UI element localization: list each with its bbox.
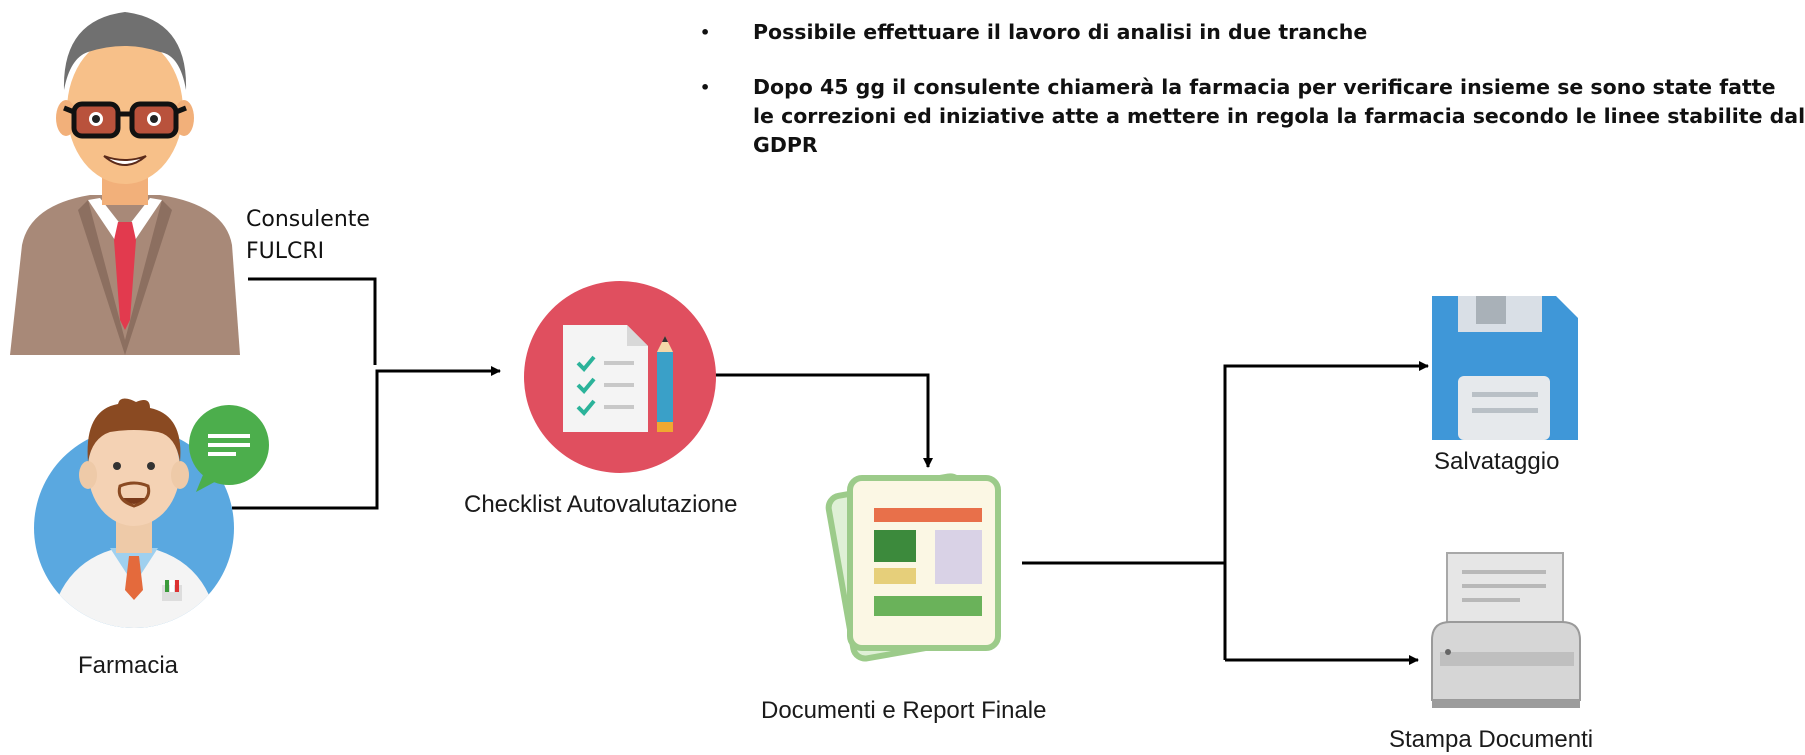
- consulente-label: Consulente FULCRI: [246, 204, 370, 268]
- documenti-label: Documenti e Report Finale: [761, 697, 1047, 724]
- connector-checklist-documenti: [715, 373, 933, 468]
- checklist-icon: [524, 281, 716, 473]
- note-item: • Dopo 45 gg il consulente chiamerà la f…: [700, 73, 1805, 160]
- connector-to-salvataggio: [1223, 361, 1429, 660]
- printer-icon: [1431, 552, 1581, 708]
- consultant-avatar-icon: [10, 12, 240, 355]
- note-text-continued: GDPR: [753, 133, 818, 157]
- consulente-label-line1: Consulente: [246, 207, 370, 232]
- connector-farmacia: [232, 366, 501, 510]
- consulente-label-line2: FULCRI: [246, 239, 325, 264]
- bullet-marker: •: [700, 78, 711, 97]
- bullet-marker: •: [700, 23, 711, 42]
- flow-connectors: [10, 12, 1581, 708]
- note-text: Possibile effettuare il lavoro di analis…: [753, 20, 1368, 44]
- checklist-label: Checklist Autovalutazione: [464, 491, 738, 518]
- notes-list: • Possibile effettuare il lavoro di anal…: [700, 18, 1805, 160]
- salvataggio-label: Salvataggio: [1434, 448, 1560, 475]
- connector-consulente: [248, 277, 377, 365]
- note-text: Dopo 45 gg il consulente chiamerà la far…: [753, 75, 1776, 99]
- floppy-disk-icon: [1432, 296, 1578, 440]
- pharmacist-avatar-icon: [34, 398, 269, 628]
- stampa-label: Stampa Documenti: [1389, 726, 1594, 753]
- note-text-continued: le correzioni ed iniziative atte a mette…: [753, 104, 1805, 128]
- farmacia-label: Farmacia: [78, 652, 179, 679]
- report-document-icon: [825, 473, 1001, 662]
- note-item: • Possibile effettuare il lavoro di anal…: [700, 18, 1622, 47]
